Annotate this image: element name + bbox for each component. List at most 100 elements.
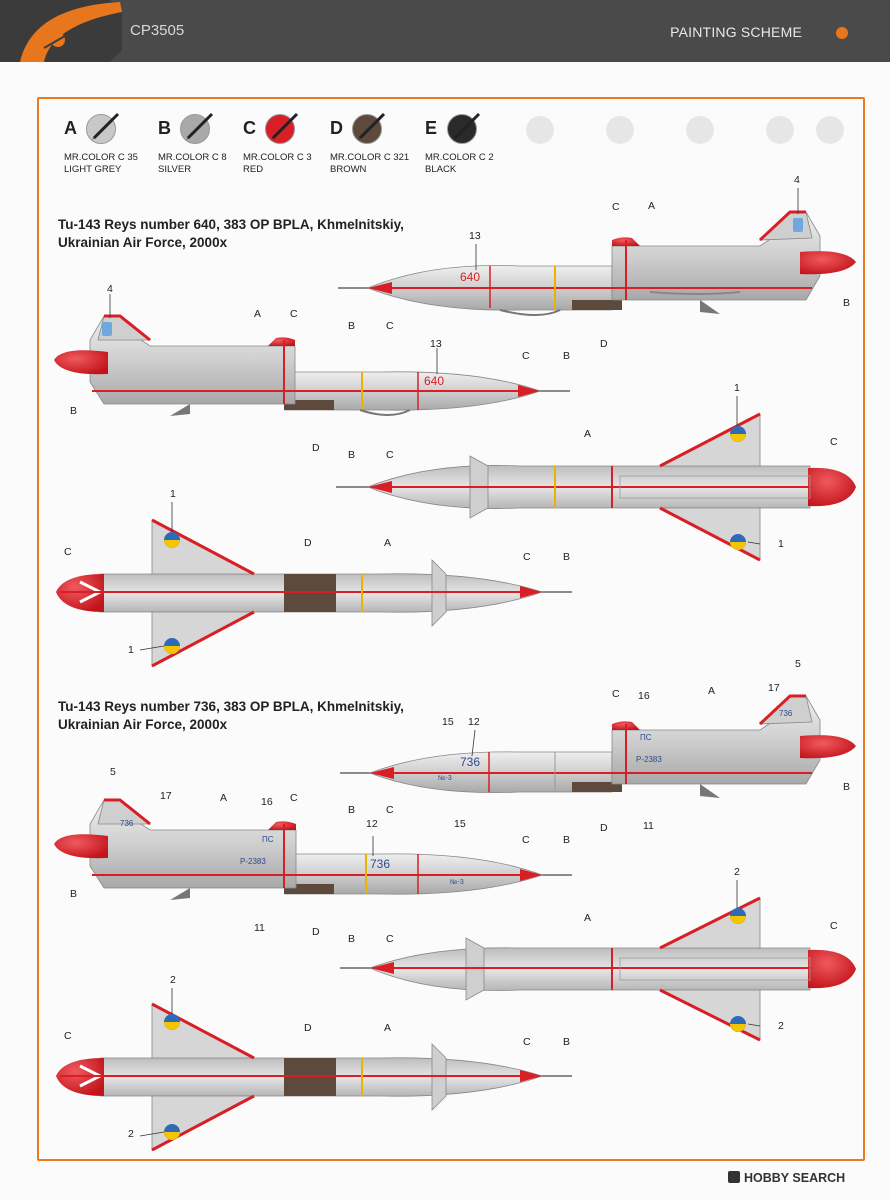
scheme1-bottom-view (56, 518, 572, 668)
callout-c: C (386, 804, 394, 816)
paint-code: MR.COLOR C 35 (64, 152, 138, 163)
scheme2-top-view (340, 896, 856, 1042)
callout-a: A (584, 428, 592, 440)
callout-16: 16 (261, 796, 273, 808)
paint-code: MR.COLOR C 8 (158, 152, 227, 163)
callout-2: 2 (128, 1128, 134, 1140)
product-code: CP3505 (130, 22, 185, 39)
code-ps: ПС (640, 733, 652, 742)
callout-a: A (220, 792, 228, 804)
callout-5: 5 (795, 658, 801, 670)
callout-12: 12 (468, 716, 480, 728)
code-small: №-3 (450, 879, 464, 886)
callout-c: C (290, 308, 298, 320)
callout-17: 17 (160, 790, 172, 802)
callout-12: 12 (366, 818, 378, 830)
callout-c: C (612, 688, 620, 700)
scheme-title-line: Ukrainian Air Force, 2000x (58, 717, 228, 732)
paint-name: RED (243, 164, 264, 175)
paint-letter: D (330, 118, 343, 138)
ghost-legend-icon (526, 116, 844, 144)
callout-2: 2 (778, 1020, 784, 1032)
scheme-1-title: Tu-143 Reys number 640, 383 OP BPLA, Khm… (58, 216, 404, 252)
callout-5: 5 (110, 766, 116, 778)
callout-b: B (843, 297, 851, 309)
code-small: №-3 (438, 775, 452, 782)
paint-letter: A (64, 118, 77, 138)
callout-b: B (348, 449, 356, 461)
callout-1: 1 (170, 488, 176, 500)
callout-a: A (648, 200, 656, 212)
callout-b: B (843, 781, 851, 793)
scheme2-side-right: 736 ПС P-2383 №-3 736 (54, 798, 572, 900)
callout-c: C (522, 834, 530, 846)
callout-17: 17 (768, 682, 780, 694)
callout-13: 13 (469, 230, 481, 242)
paint-name: BLACK (425, 164, 457, 175)
callout-c: C (64, 1030, 72, 1042)
callout-15: 15 (454, 818, 466, 830)
scheme-2-title: Tu-143 Reys number 736, 383 OP BPLA, Khm… (58, 698, 404, 734)
callout-d: D (600, 822, 608, 834)
aircraft-number: 736 (370, 857, 390, 871)
callout-c: C (830, 920, 838, 932)
aircraft-number: 640 (460, 270, 480, 284)
scheme2-side-left: 736 ПС P-2383 №-3 736 (340, 694, 856, 798)
paint-name: LIGHT GREY (64, 164, 122, 175)
callout-a: A (584, 912, 592, 924)
callout-c: C (612, 201, 620, 213)
callout-2: 2 (734, 866, 740, 878)
brand-logo-icon (0, 0, 122, 62)
scheme2-bottom-view (56, 1002, 572, 1152)
scheme-title-line: Ukrainian Air Force, 2000x (58, 235, 228, 250)
paint-name: BROWN (330, 164, 367, 175)
callout-b: B (563, 551, 571, 563)
callout-a: A (384, 537, 392, 549)
paint-name: SILVER (158, 164, 192, 175)
callout-b: B (348, 933, 356, 945)
brush-icon (186, 112, 214, 140)
callout-a: A (384, 1022, 392, 1034)
callout-4: 4 (794, 174, 800, 186)
paint-code: MR.COLOR C 321 (330, 152, 410, 163)
watermark-text: HOBBY SEARCH (744, 1171, 846, 1185)
callout-c: C (386, 320, 394, 332)
callout-b: B (70, 888, 78, 900)
callout-a: A (254, 308, 262, 320)
callout-c: C (290, 792, 298, 804)
callout-d: D (600, 338, 608, 350)
scheme1-side-left: 640 (338, 210, 856, 316)
aircraft-number: 640 (424, 374, 444, 388)
callout-11: 11 (254, 922, 265, 934)
content-frame (37, 97, 865, 1161)
brush-icon (358, 112, 386, 140)
callout-c: C (386, 933, 394, 945)
tail-number: 736 (779, 709, 793, 718)
callout-b: B (563, 834, 571, 846)
brush-icon (271, 112, 299, 140)
page-title: PAINTING SCHEME (670, 24, 802, 40)
callout-a: A (708, 685, 716, 697)
callout-1: 1 (734, 382, 740, 394)
brush-icon (453, 112, 481, 140)
code-ps: ПС (262, 835, 274, 844)
callout-b: B (348, 804, 356, 816)
watermark: HOBBY SEARCH (728, 1171, 845, 1185)
callout-c: C (830, 436, 838, 448)
header-bar: CP3505 PAINTING SCHEME (0, 0, 890, 62)
scheme-title-line: Tu-143 Reys number 736, 383 OP BPLA, Khm… (58, 699, 404, 714)
callout-d: D (304, 537, 312, 549)
callout-d: D (312, 926, 320, 938)
orange-dot-icon (836, 27, 848, 39)
callout-c: C (523, 551, 531, 563)
callout-1: 1 (128, 644, 134, 656)
callout-b: B (70, 405, 78, 417)
callout-d: D (312, 442, 320, 454)
callout-b: B (348, 320, 356, 332)
callout-16: 16 (638, 690, 650, 702)
callout-c: C (386, 449, 394, 461)
callout-c: C (523, 1036, 531, 1048)
serial-number: P-2383 (240, 857, 266, 866)
callout-13: 13 (430, 338, 442, 350)
